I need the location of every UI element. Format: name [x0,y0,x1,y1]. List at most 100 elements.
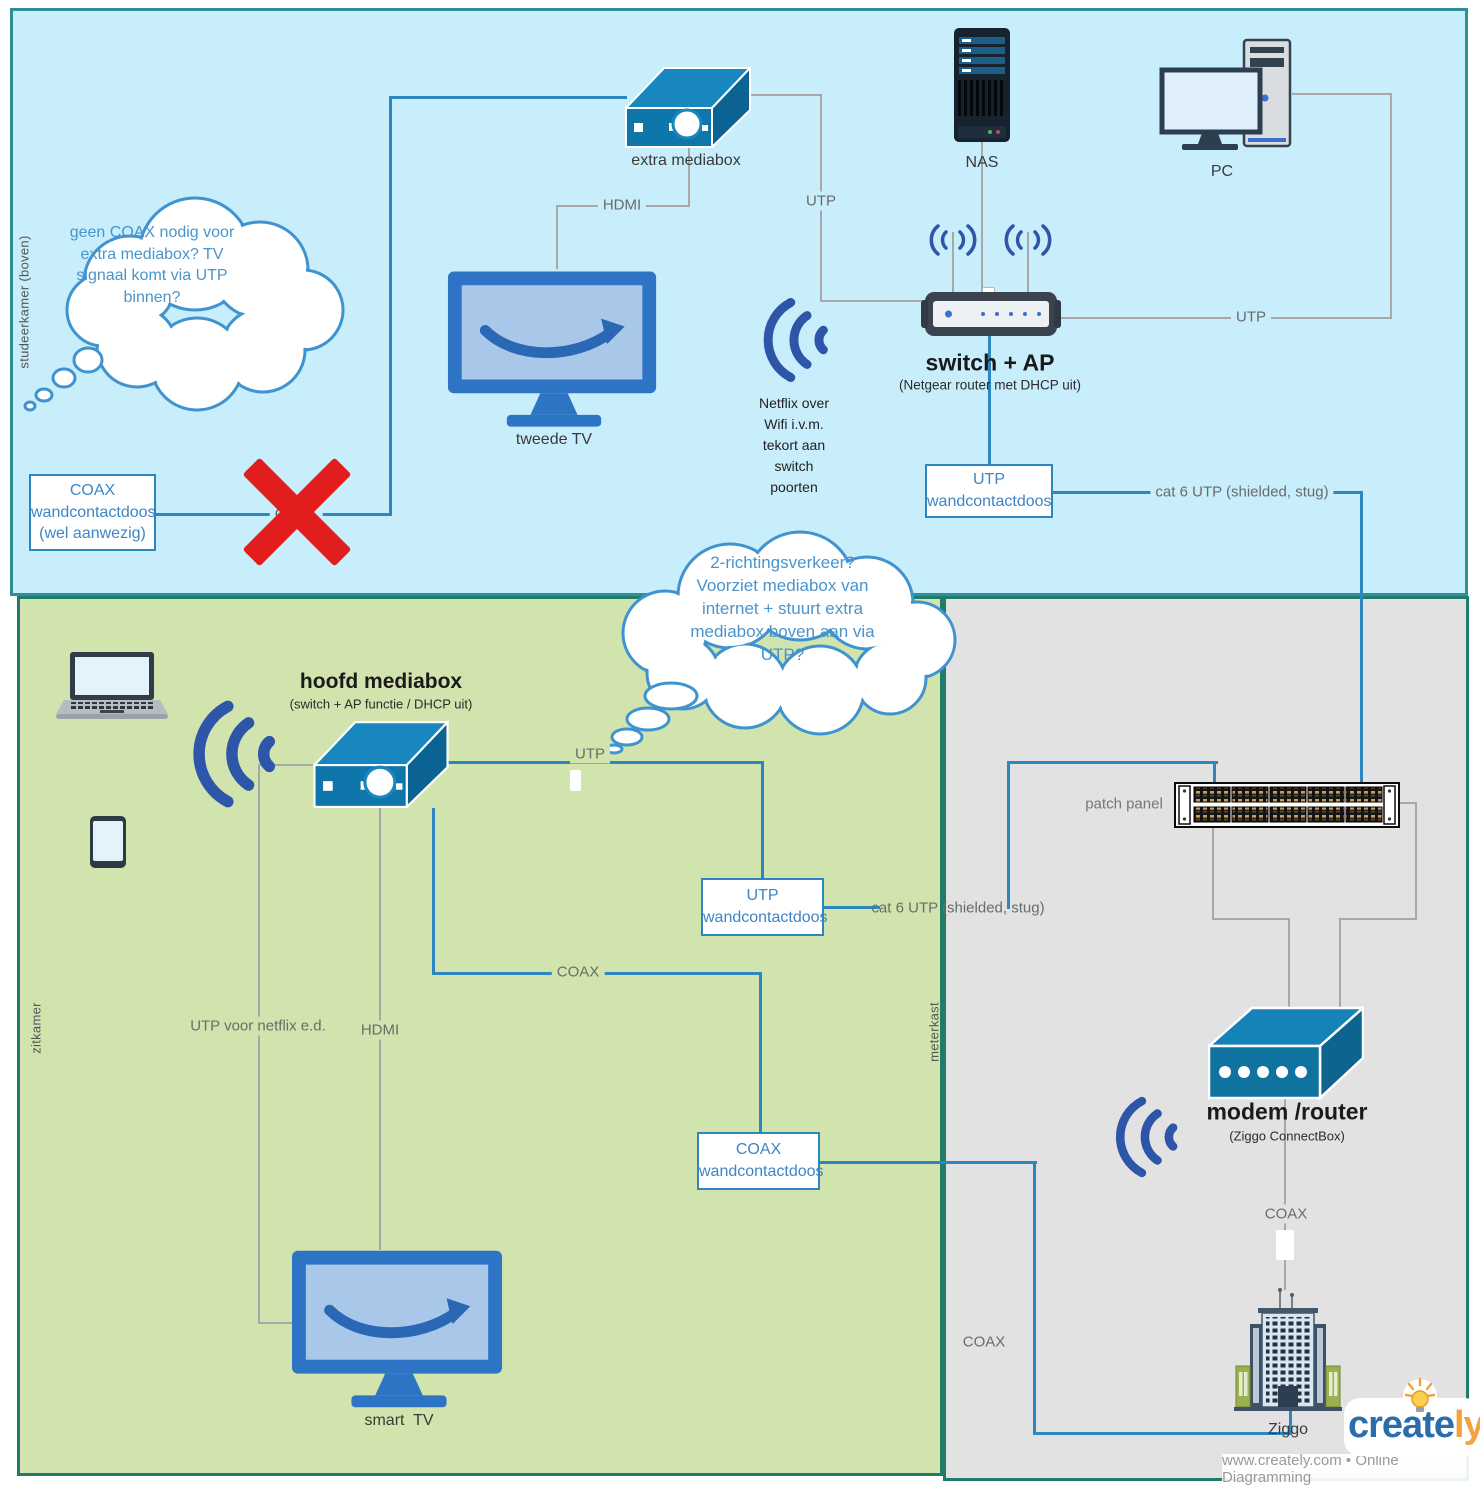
cable-pc-v [1390,93,1392,319]
cable-label-cat6: cat 6 UTP (shielded, stug) [1150,482,1334,502]
modem-router-subtitle: (Ziggo ConnectBox) [1229,1128,1345,1144]
tweede-tv-label: tweede TV [515,431,593,448]
cable-gap-marker [570,770,581,791]
wallbox-line: UTP [973,471,1005,489]
thought-cloud-utp [604,530,957,755]
wallbox-line: UTP [746,887,779,905]
cable-panel-modem-l3 [1288,918,1290,1016]
hoofd-mediabox-icon [313,720,449,808]
cable-panel-modem-r3 [1340,918,1417,920]
cable-pc-h [1292,93,1392,95]
wifi-icon [1116,1096,1178,1178]
netflix-wifi-note: Netflix over Wifi i.v.m. tekort aan swit… [758,395,830,495]
room-label-meterkast: meterkast [926,1002,942,1062]
extra-mediabox-label: extra mediabox [631,152,741,169]
cable-utp-switch-pc [1057,317,1392,319]
cable-cat6-zitkamer-h2 [1007,761,1218,764]
wallbox-line: wandcontactdoos [703,909,828,926]
cable-label-coax: COAX [551,962,605,982]
cable-coax-ziggo-v2 [1289,1408,1292,1434]
modem-router-title: modem /router [1206,1098,1368,1125]
cable-cat6-zitkamer-h [823,906,880,909]
cable-label-utp-netflix: UTP voor netflix e.d. [185,1016,331,1036]
cable-label-coax: COAX [962,1333,1006,1351]
ziggo-label: Ziggo [1267,1421,1309,1438]
patch-panel-icon [1174,782,1400,828]
wifi-icon [763,298,828,382]
cable-label-hdmi: HDMI [597,195,647,215]
patch-panel-label: patch panel [1080,794,1168,814]
antenna-icon [929,224,977,256]
cable-label-utp: UTP [570,744,610,764]
hoofd-mediabox-title: hoofd mediabox [299,670,463,693]
cable-utp-mediabox-switch-h2 [820,300,930,302]
tablet-icon [90,816,126,868]
creately-logo-create: create [1348,1404,1455,1446]
modem-router-icon [1208,1006,1364,1100]
cable-panel-modem-r4 [1339,918,1341,1016]
wallbox-line: COAX [735,1141,782,1159]
room-label-zitkamer: zitkamer [28,1002,44,1054]
utp-wandcontactdoos-zitkamer: UTP wandcontactdoos [701,878,828,936]
cable-gap-marker [1276,1230,1294,1260]
nas-label: NAS [965,154,999,171]
lightbulb-icon [1403,1377,1437,1413]
cable-cat6-boven-v [1360,491,1363,787]
wallbox-line: COAX [69,482,116,500]
hoofd-mediabox-subtitle: (switch + AP functie / DHCP uit) [289,696,473,712]
cable-switch-utpwcd [988,336,991,467]
creately-tagline: www.creately.com • Online Diagramming [1222,1452,1480,1486]
pc-icon [1159,38,1292,150]
cable-panel-modem-r2 [1415,802,1417,920]
cable-coax-ziggo-h [819,1161,1037,1164]
cable-label-utp: UTP [801,191,841,211]
cable-coax-modem-ziggo [1284,1098,1286,1290]
wifi-icon [193,700,276,808]
utp-wandcontactdoos-boven: UTP wandcontactdoos [925,464,1053,518]
antenna-icon [1004,224,1052,256]
tweede-tv-icon [447,271,657,427]
cable-hdmi-boven-v2 [556,205,558,269]
switch-ap-subtitle: (Netgear router met DHCP uit) [898,377,1082,393]
cable-panel-modem-l2 [1212,918,1290,920]
thought-cloud-coax-text: geen COAX nodig voor extra mediabox? TV … [69,224,235,306]
switch-ap-title: switch + AP [925,349,1055,376]
cable-coax-to-extra-mediabox [391,96,627,99]
cable-cat6-into-panel [1213,761,1216,785]
cable-coax-zitkamer-v2 [759,972,762,1135]
crossed-out-icon [242,457,352,567]
cable-coax-ziggo-v [1033,1161,1036,1435]
antenna-stem-left [952,232,954,294]
cable-utp-netflix-h [258,764,319,766]
ziggo-building-icon [1234,1288,1342,1411]
cable-utp-zitkamer-v [761,761,764,880]
cable-label-coax: COAX [1259,1204,1313,1224]
thought-cloud-utp-text: 2-richtingsverkeer? Voorziet mediabox va… [690,553,875,664]
creately-logo: creately [1348,1404,1480,1447]
coax-wandcontactdoos-zitkamer: COAX wandcontactdoos [697,1132,824,1190]
cable-coax-ziggo-h2 [1033,1432,1292,1435]
switch-ap-icon [921,292,1061,336]
cable-label-hdmi: HDMI [355,1020,405,1040]
wallbox-line: (wel aanwezig) [39,525,146,543]
cable-label-utp: UTP [1231,307,1271,327]
cable-utp-netflix-v [258,764,260,1324]
cable-coax-zitkamer-v [432,808,435,975]
laptop-icon [56,652,168,719]
cable-panel-modem-r1 [1398,802,1417,804]
creately-tagline-text: www.creately.com • Online Diagramming [1222,1452,1399,1486]
smart-tv-icon [291,1250,503,1408]
coax-wandcontactdoos-boven: COAX wandcontactdoos (wel aanwezig) [29,474,156,551]
cable-panel-modem-l1 [1212,827,1214,920]
extra-mediabox-icon [625,66,751,148]
cable-label-cat6: cat 6 UTP (shielded, stug) [871,899,1045,917]
wallbox-line: wandcontactdoos [31,503,156,521]
wallbox-line: wandcontactdoos [699,1163,824,1180]
room-meterkast [943,596,1469,1481]
smart-tv-label: smart TV [364,1412,434,1429]
thought-cloud-coax [23,196,345,412]
creately-logo-ly: ly [1453,1404,1480,1446]
cable-utp-mediabox-switch-h [751,94,822,96]
wallbox-line: wandcontactdoos [927,493,1052,510]
